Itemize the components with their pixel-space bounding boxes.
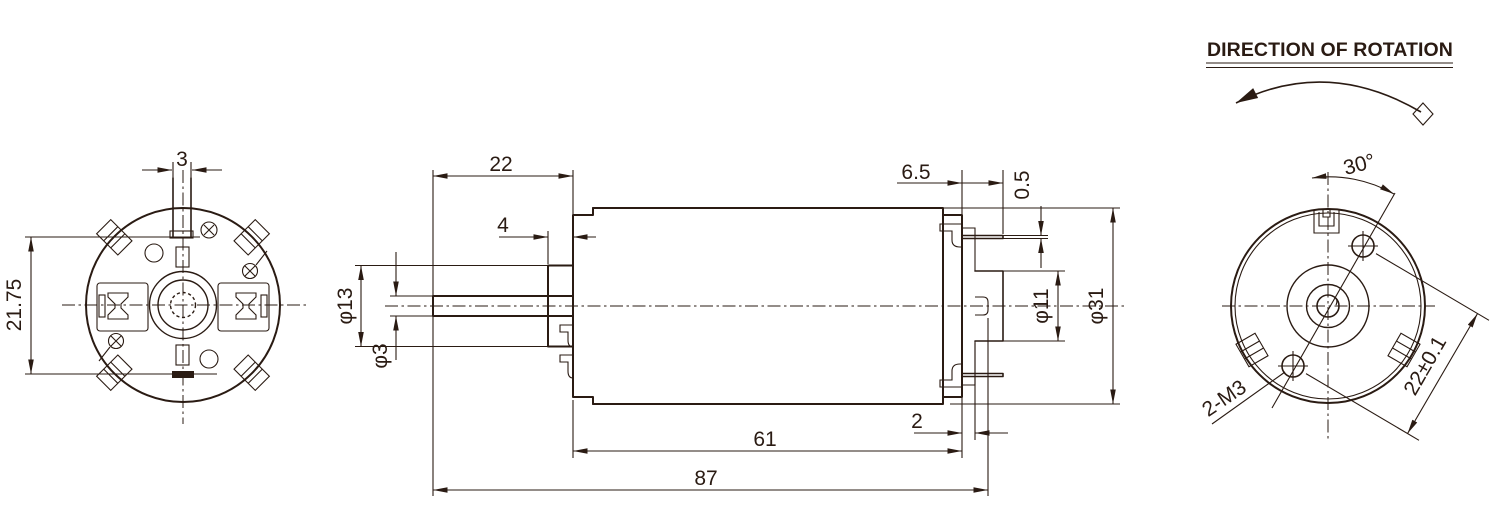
rear-brush-box-left bbox=[96, 282, 149, 332]
rear-vent-hole-upper bbox=[144, 243, 164, 263]
dim-boss-height-value: 4 bbox=[497, 214, 509, 237]
rotation-arrow-diamond bbox=[1412, 102, 1434, 126]
dim-mount-angle: 30° bbox=[1311, 150, 1395, 195]
rear-slot-upper bbox=[175, 246, 190, 268]
dim-shaft-diameter-value: φ3 bbox=[369, 343, 392, 368]
dim-terminal-width: 3 bbox=[142, 148, 222, 173]
dim-overall-length: 87 bbox=[433, 467, 988, 493]
front-boss bbox=[547, 264, 574, 348]
dim-overall-length-value: 87 bbox=[694, 467, 717, 490]
front-view: 30° 22±0.1 2-M3 bbox=[1198, 150, 1490, 442]
dim-end-cap-thickness-value: 2 bbox=[911, 410, 923, 433]
dim-body-diameter: φ31 bbox=[1085, 208, 1116, 404]
rotation-arrow bbox=[1235, 81, 1422, 113]
dim-shaft-protrusion: 22 bbox=[433, 153, 573, 179]
dim-terminal-width-value: 3 bbox=[176, 148, 188, 171]
front-top-tab bbox=[1313, 210, 1340, 234]
dim-shaft-protrusion-value: 22 bbox=[489, 153, 512, 176]
extension-lines bbox=[355, 170, 1120, 496]
rear-top-terminal bbox=[169, 162, 194, 239]
rear-view: 3 21.75 bbox=[3, 148, 306, 424]
rear-vent-hole-lower bbox=[199, 349, 219, 369]
front-bell-tabs bbox=[559, 324, 574, 379]
dim-bushing-diameter-value: φ11 bbox=[1030, 288, 1053, 323]
dim-terminal-pitch-value: 21.75 bbox=[3, 279, 26, 332]
dim-shaft-diameter: φ3 bbox=[369, 252, 399, 369]
dim-terminal-length-value: 6.5 bbox=[901, 161, 930, 184]
dim-boss-height: 4 bbox=[497, 214, 596, 240]
shaft bbox=[432, 295, 574, 317]
rear-brush-box-right bbox=[217, 282, 270, 332]
dim-boss-diameter-value: φ13 bbox=[334, 288, 357, 325]
dim-body-diameter-value: φ31 bbox=[1085, 288, 1108, 325]
rear-bell-tabs bbox=[939, 223, 962, 388]
rotation-label: DIRECTION OF ROTATION bbox=[1207, 39, 1453, 61]
dim-terminal-thickness: 0.5 bbox=[1011, 170, 1044, 268]
dim-mount-angle-value: 30° bbox=[1341, 150, 1378, 180]
screw-hole-lower bbox=[1278, 351, 1308, 381]
front-tab-lower-left bbox=[1235, 332, 1269, 368]
dim-terminal-thickness-value: 0.5 bbox=[1011, 170, 1034, 199]
dim-boss-diameter: φ13 bbox=[334, 265, 364, 347]
screw-spec-leader bbox=[1211, 371, 1286, 425]
rear-corner-tab-se bbox=[233, 354, 271, 392]
rear-screw-left bbox=[98, 332, 125, 362]
side-view: 22 4 6.5 0.5 φ13 φ3 bbox=[334, 153, 1125, 496]
dim-bushing-diameter: φ11 bbox=[1030, 271, 1061, 341]
rear-screw-right bbox=[241, 250, 268, 280]
dim-terminal-length: 6.5 bbox=[897, 161, 1003, 186]
dim-body-length-value: 61 bbox=[753, 428, 776, 451]
rear-bushing bbox=[974, 270, 1004, 342]
rear-shaft-end bbox=[975, 296, 989, 316]
rear-slot-lower bbox=[175, 344, 190, 366]
rear-screw-top bbox=[200, 221, 218, 239]
dim-terminal-pitch: 21.75 bbox=[3, 236, 217, 375]
dim-end-cap-thickness: 2 bbox=[911, 410, 1008, 436]
front-housing-circle bbox=[1230, 208, 1426, 404]
front-shaft-chamfer bbox=[1331, 295, 1338, 306]
motor-body bbox=[572, 207, 963, 405]
screw-hole-upper bbox=[1348, 231, 1378, 261]
dim-body-length: 61 bbox=[573, 428, 962, 454]
rotation-header: DIRECTION OF ROTATION bbox=[1206, 39, 1453, 126]
rear-corner-tab-nw bbox=[95, 218, 133, 256]
rear-corner-tab-ne bbox=[233, 218, 271, 256]
